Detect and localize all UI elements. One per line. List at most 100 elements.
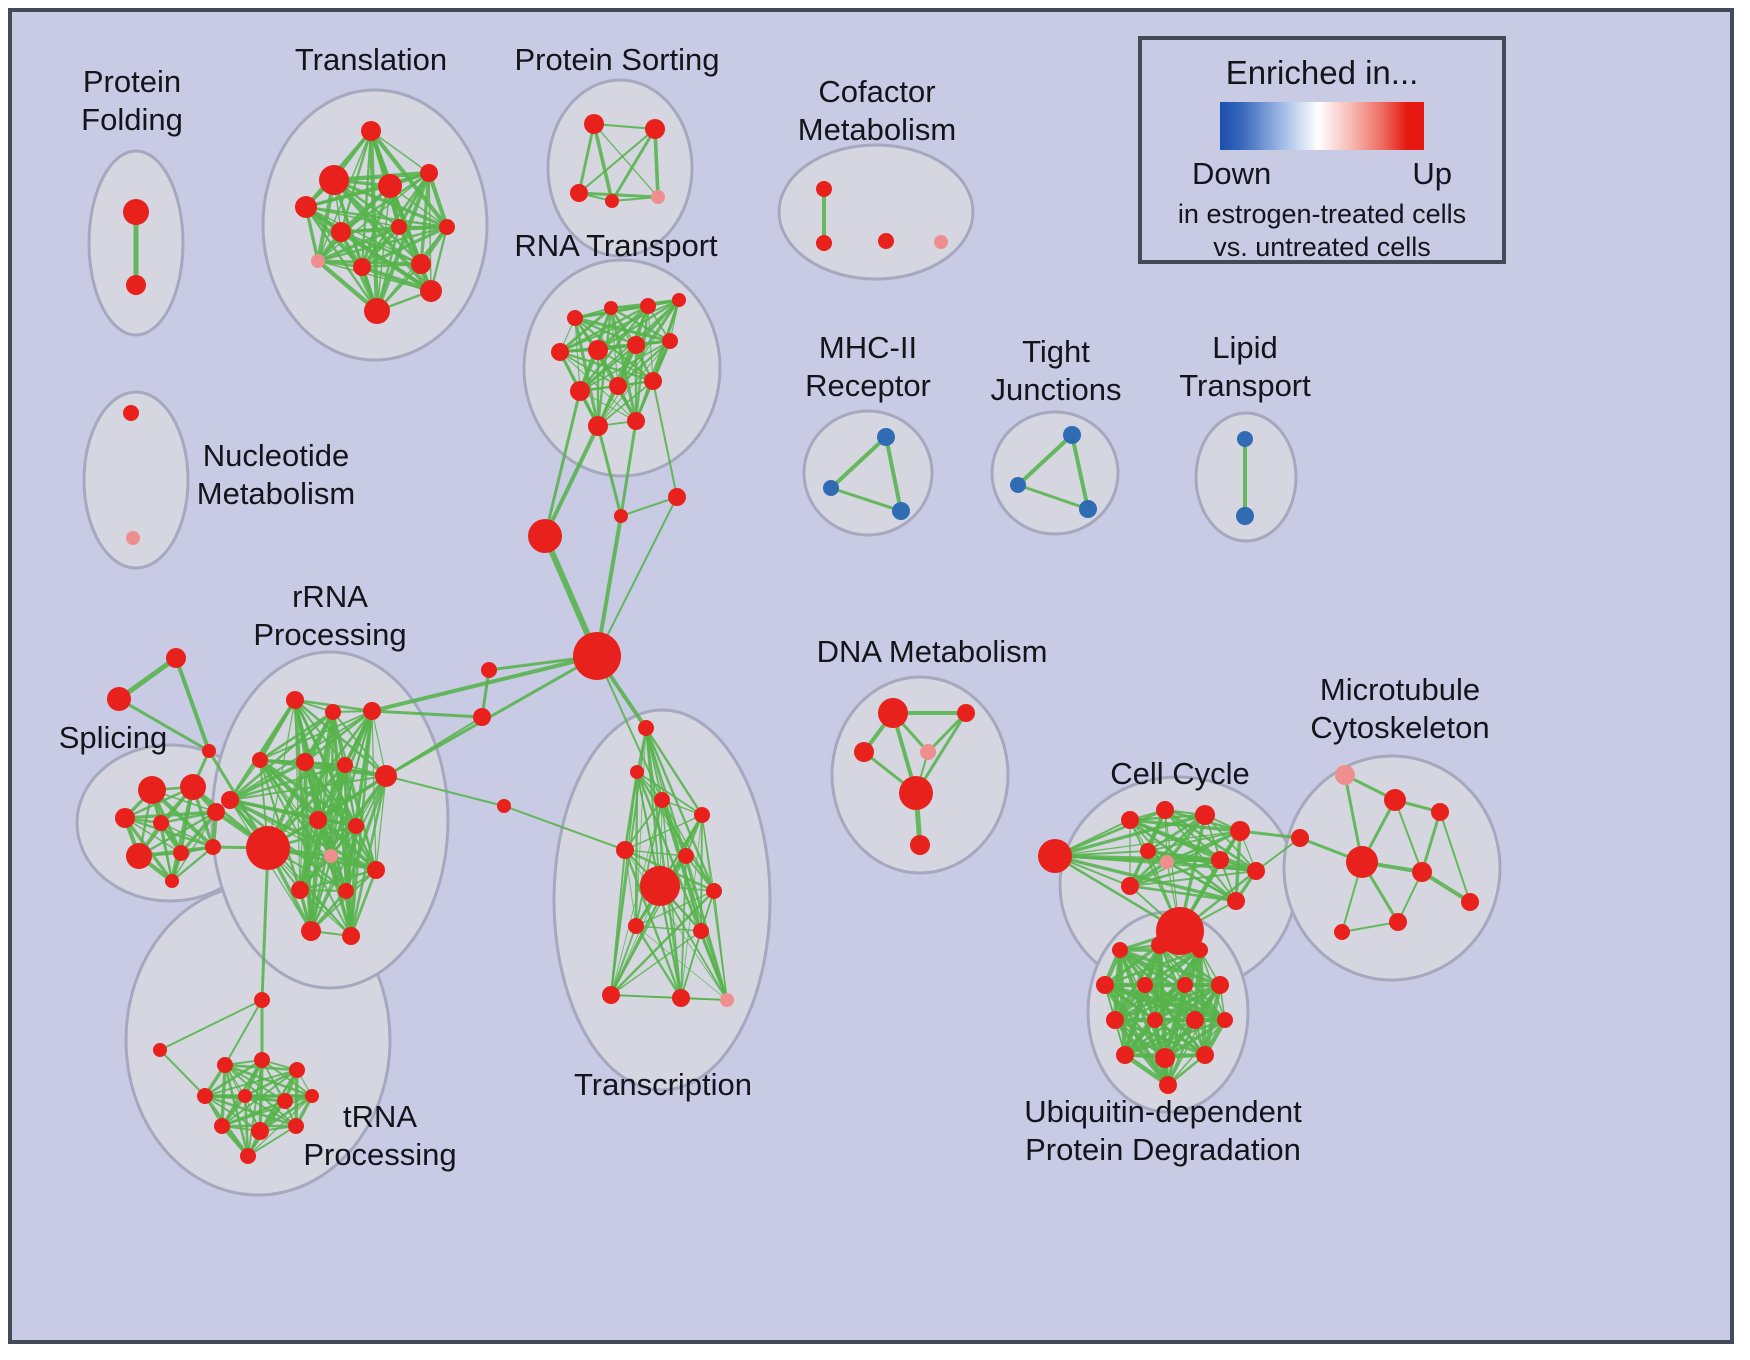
node-dna-metabolism-1 xyxy=(957,704,975,722)
node-lipid-transport-1 xyxy=(1236,507,1254,525)
node-translation-9 xyxy=(353,258,371,276)
node-cell-cycle-0 xyxy=(1038,839,1072,873)
cluster-ellipse-nucleotide-metabolism xyxy=(82,390,190,570)
node-trna-processing-2 xyxy=(289,1062,305,1078)
node-cell-cycle-11 xyxy=(1227,892,1245,910)
node-dna-metabolism-4 xyxy=(899,776,933,810)
node-mhc-ii-receptor-0 xyxy=(877,428,895,446)
node-ubiquitin-13 xyxy=(1196,1046,1214,1064)
node-connectors-3 xyxy=(668,488,686,506)
node-ubiquitin-0 xyxy=(1112,942,1128,958)
node-cell-cycle-7 xyxy=(1211,851,1229,869)
node-nucleotide-metabolism-0 xyxy=(123,405,139,421)
node-rrna-processing-3 xyxy=(252,752,268,768)
node-connectors-9 xyxy=(202,744,216,758)
node-cell-cycle-2 xyxy=(1156,801,1174,819)
node-cofactor-metabolism-1 xyxy=(816,235,832,251)
node-trna-processing-5 xyxy=(277,1093,293,1109)
node-connectors-2 xyxy=(614,509,628,523)
node-cell-cycle-6 xyxy=(1160,855,1174,869)
node-rna-transport-8 xyxy=(570,381,590,401)
node-translation-5 xyxy=(331,222,351,242)
node-cell-cycle-3 xyxy=(1195,805,1215,825)
legend-gradient-bar xyxy=(1220,102,1424,150)
node-mhc-ii-receptor-1 xyxy=(823,480,839,496)
node-tight-junctions-0 xyxy=(1063,426,1081,444)
node-dna-metabolism-3 xyxy=(920,744,936,760)
node-ubiquitin-10 xyxy=(1217,1012,1233,1028)
node-transcription-12 xyxy=(720,993,734,1007)
node-trna-processing-10 xyxy=(240,1148,256,1164)
node-microtubule-5 xyxy=(1412,862,1432,882)
node-rna-transport-7 xyxy=(662,333,678,349)
node-rna-transport-0 xyxy=(567,310,583,326)
node-transcription-10 xyxy=(602,986,620,1004)
node-cell-cycle-9 xyxy=(1121,877,1139,895)
node-ubiquitin-4 xyxy=(1137,977,1153,993)
node-splicing-2 xyxy=(115,808,135,828)
node-microtubule-6 xyxy=(1461,893,1479,911)
legend: Enriched in... Down Up in estrogen-treat… xyxy=(1138,36,1506,264)
node-ubiquitin-14 xyxy=(1159,1076,1177,1094)
cluster-label-transcription: Transcription xyxy=(574,1067,752,1102)
node-rrna-processing-8 xyxy=(246,826,290,870)
node-rna-transport-9 xyxy=(609,377,627,395)
node-ubiquitin-3 xyxy=(1096,976,1114,994)
node-connectors-7 xyxy=(166,648,186,668)
node-ubiquitin-12 xyxy=(1155,1048,1175,1068)
node-rrna-processing-15 xyxy=(301,921,321,941)
node-protein-sorting-3 xyxy=(605,194,619,208)
cluster-label-rna-transport: RNA Transport xyxy=(514,228,718,263)
node-microtubule-1 xyxy=(1384,789,1406,811)
node-cofactor-metabolism-0 xyxy=(816,181,832,197)
node-rna-transport-4 xyxy=(551,343,569,361)
node-ubiquitin-9 xyxy=(1186,1011,1204,1029)
node-rrna-processing-12 xyxy=(291,881,309,899)
node-dna-metabolism-5 xyxy=(910,835,930,855)
node-cell-cycle-5 xyxy=(1140,843,1156,859)
node-transcription-3 xyxy=(694,807,710,823)
node-transcription-8 xyxy=(628,918,644,934)
node-connectors-11 xyxy=(153,1043,167,1057)
cluster-ellipse-dna-metabolism xyxy=(830,675,1010,875)
node-ubiquitin-8 xyxy=(1147,1012,1163,1028)
cluster-ellipse-cofactor-metabolism xyxy=(777,143,975,281)
node-trna-processing-1 xyxy=(254,1052,270,1068)
node-connectors-8 xyxy=(107,687,131,711)
node-ubiquitin-1 xyxy=(1151,936,1169,954)
node-trna-processing-7 xyxy=(214,1118,230,1134)
node-rna-transport-11 xyxy=(588,416,608,436)
node-translation-3 xyxy=(378,174,402,198)
node-splicing-3 xyxy=(153,815,169,831)
node-protein-sorting-0 xyxy=(584,114,604,134)
node-protein-sorting-4 xyxy=(651,190,665,204)
node-microtubule-8 xyxy=(1334,924,1350,940)
node-ubiquitin-2 xyxy=(1192,942,1208,958)
network-nodes xyxy=(107,114,1479,1164)
node-protein-folding-0 xyxy=(123,199,149,225)
legend-downup-row: Down Up xyxy=(1192,156,1452,192)
node-lipid-transport-0 xyxy=(1237,431,1253,447)
node-translation-2 xyxy=(295,196,317,218)
node-rrna-processing-1 xyxy=(325,704,341,720)
node-dna-metabolism-2 xyxy=(854,742,874,762)
node-translation-1 xyxy=(319,165,349,195)
node-rrna-processing-7 xyxy=(221,791,239,809)
node-trna-processing-9 xyxy=(288,1118,304,1134)
node-ubiquitin-6 xyxy=(1211,976,1229,994)
node-translation-8 xyxy=(311,254,325,268)
node-microtubule-2 xyxy=(1431,803,1449,821)
node-cell-cycle-1 xyxy=(1121,811,1139,829)
node-transcription-5 xyxy=(678,848,694,864)
node-transcription-9 xyxy=(693,923,709,939)
node-nucleotide-metabolism-1 xyxy=(126,531,140,545)
node-rrna-processing-2 xyxy=(363,702,381,720)
node-translation-4 xyxy=(420,164,438,182)
legend-subtitle-line1: in estrogen-treated cells xyxy=(1177,199,1467,229)
node-transcription-7 xyxy=(706,883,722,899)
